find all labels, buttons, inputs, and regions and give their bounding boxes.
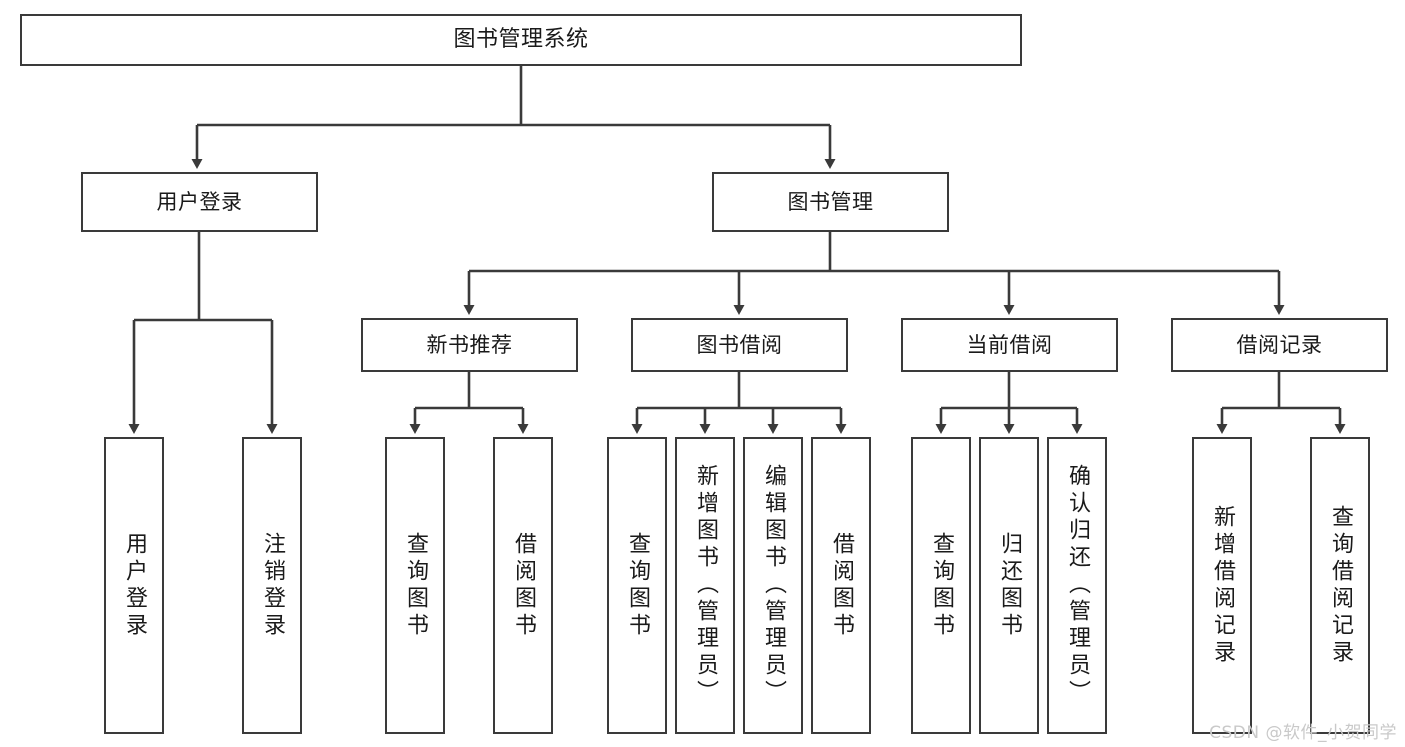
node-book-borrow[interactable]: 图书借阅 <box>631 318 848 372</box>
node-book-management[interactable]: 图书管理 <box>712 172 949 232</box>
node-leaf-query-book-current-label: 查询图书 <box>929 531 954 640</box>
node-leaf-add-book-admin-label: 新增图书（管理员） <box>693 464 718 707</box>
node-leaf-query-borrow-record[interactable]: 查询借阅记录 <box>1310 437 1370 734</box>
node-leaf-query-book-borrow-label: 查询图书 <box>625 531 650 640</box>
node-leaf-query-book-current[interactable]: 查询图书 <box>911 437 971 734</box>
node-leaf-borrow-book[interactable]: 借阅图书 <box>811 437 871 734</box>
node-root[interactable]: 图书管理系统 <box>20 14 1022 66</box>
node-new-book-recommend[interactable]: 新书推荐 <box>361 318 578 372</box>
node-leaf-edit-book-admin-label: 编辑图书（管理员） <box>761 464 786 707</box>
node-leaf-logout-label: 注销登录 <box>260 531 285 640</box>
node-leaf-user-login[interactable]: 用户登录 <box>104 437 164 734</box>
node-leaf-edit-book-admin[interactable]: 编辑图书（管理员） <box>743 437 803 734</box>
node-root-label: 图书管理系统 <box>453 27 589 53</box>
node-user-login-label: 用户登录 <box>156 189 243 214</box>
node-leaf-return-book-label: 归还图书 <box>997 531 1022 640</box>
node-leaf-query-book-borrow[interactable]: 查询图书 <box>607 437 667 734</box>
node-leaf-confirm-return-admin-label: 确认归还（管理员） <box>1065 464 1090 707</box>
node-borrow-record-label: 借阅记录 <box>1236 332 1323 357</box>
node-borrow-record[interactable]: 借阅记录 <box>1171 318 1388 372</box>
node-new-book-recommend-label: 新书推荐 <box>426 332 513 357</box>
node-leaf-query-borrow-record-label: 查询借阅记录 <box>1328 504 1353 667</box>
node-book-borrow-label: 图书借阅 <box>696 332 783 357</box>
node-leaf-borrow-book-recommend[interactable]: 借阅图书 <box>493 437 553 734</box>
node-leaf-add-borrow-record[interactable]: 新增借阅记录 <box>1192 437 1252 734</box>
node-leaf-add-book-admin[interactable]: 新增图书（管理员） <box>675 437 735 734</box>
node-user-login[interactable]: 用户登录 <box>81 172 318 232</box>
node-leaf-query-book-recommend-label: 查询图书 <box>403 531 428 640</box>
node-leaf-user-login-label: 用户登录 <box>122 531 147 640</box>
node-leaf-return-book[interactable]: 归还图书 <box>979 437 1039 734</box>
node-current-borrow-label: 当前借阅 <box>966 332 1053 357</box>
watermark: CSDN @软件_小贺同学 <box>1209 723 1397 743</box>
node-leaf-confirm-return-admin[interactable]: 确认归还（管理员） <box>1047 437 1107 734</box>
node-leaf-add-borrow-record-label: 新增借阅记录 <box>1210 504 1235 667</box>
node-leaf-query-book-recommend[interactable]: 查询图书 <box>385 437 445 734</box>
node-leaf-borrow-book-label: 借阅图书 <box>829 531 854 640</box>
node-book-management-label: 图书管理 <box>787 189 874 214</box>
node-current-borrow[interactable]: 当前借阅 <box>901 318 1118 372</box>
node-leaf-borrow-book-recommend-label: 借阅图书 <box>511 531 536 640</box>
node-leaf-logout[interactable]: 注销登录 <box>242 437 302 734</box>
